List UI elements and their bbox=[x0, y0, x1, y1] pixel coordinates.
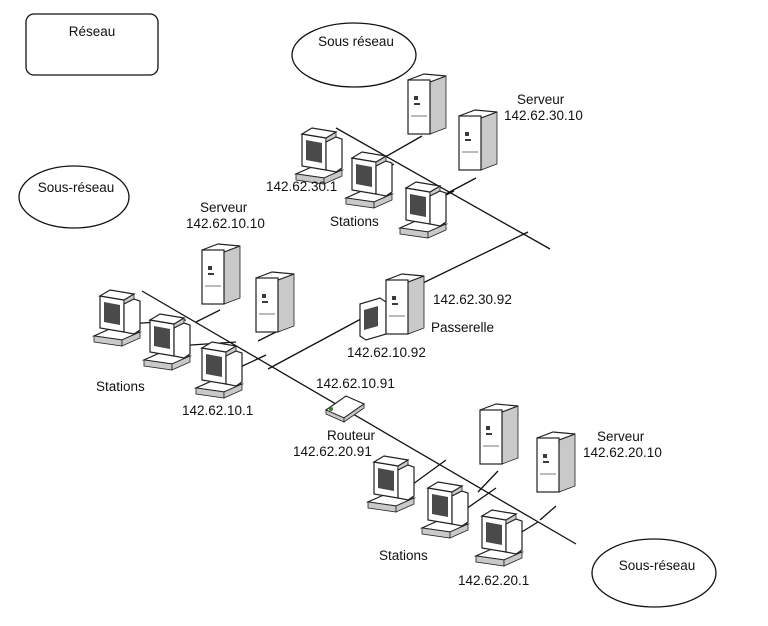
subnet-bottom: Sous-réseau bbox=[591, 538, 717, 608]
subnet-bottom-label: Sous-réseau bbox=[619, 558, 696, 573]
server-top-ip: 142.62.30.10 bbox=[504, 108, 583, 123]
legend-network-label: Réseau bbox=[69, 24, 116, 39]
station-bottom-1 bbox=[367, 455, 415, 513]
legend-network-box: Réseau bbox=[25, 13, 159, 76]
station-bottom-ip: 142.62.20.1 bbox=[458, 573, 529, 588]
subnet-top-label: Sous réseau bbox=[318, 34, 394, 49]
server-left-2 bbox=[255, 271, 295, 333]
bottom-server2-drop bbox=[539, 505, 557, 521]
subnet-left-label: Sous-réseau bbox=[38, 180, 115, 195]
station-left-1 bbox=[93, 289, 141, 347]
station-top-2 bbox=[345, 151, 393, 209]
station-left-2 bbox=[143, 313, 191, 371]
server-top-title: Serveur bbox=[517, 92, 565, 107]
server-left-1 bbox=[201, 243, 241, 305]
gateway-device bbox=[359, 273, 425, 341]
left-server2-drop bbox=[257, 331, 277, 342]
gateway-lower-link bbox=[267, 312, 373, 370]
subnet-left: Sous-réseau bbox=[18, 165, 130, 229]
station-top-1 bbox=[295, 127, 343, 185]
router-ip-upper: 142.62.10.91 bbox=[316, 376, 395, 391]
station-bottom-3 bbox=[475, 509, 523, 567]
station-top-ip: 142.62.30.1 bbox=[266, 179, 337, 194]
server-bottom-2 bbox=[536, 431, 576, 493]
gateway-ip-lower: 142.62.10.92 bbox=[347, 345, 426, 360]
station-bottom-label: Stations bbox=[379, 548, 428, 563]
backbone-left bbox=[141, 290, 577, 545]
gateway-label: Passerelle bbox=[431, 320, 494, 335]
station-left-ip: 142.62.10.1 bbox=[182, 403, 253, 418]
server-top-1 bbox=[407, 73, 447, 135]
server-left-ip: 142.62.10.10 bbox=[186, 216, 265, 231]
bottom-server1-drop bbox=[477, 470, 499, 493]
server-left-title: Serveur bbox=[200, 200, 248, 215]
router-label: Routeur bbox=[327, 428, 376, 443]
subnet-top: Sous réseau bbox=[291, 22, 417, 88]
station-left-3 bbox=[195, 341, 243, 399]
server-bottom-1 bbox=[479, 403, 519, 465]
server-top-2 bbox=[458, 109, 498, 171]
server-bottom-title: Serveur bbox=[597, 429, 645, 444]
top-server2-drop bbox=[443, 177, 477, 196]
gateway-ip-upper: 142.62.30.92 bbox=[433, 292, 512, 307]
server-bottom-ip: 142.62.20.10 bbox=[583, 445, 662, 460]
station-bottom-2 bbox=[421, 481, 469, 539]
station-top-3 bbox=[399, 181, 447, 239]
router-device bbox=[324, 395, 366, 423]
left-server1-drop bbox=[195, 309, 221, 323]
station-left-label: Stations bbox=[96, 379, 145, 394]
backbone-top bbox=[335, 127, 551, 250]
router-ip-lower: 142.62.20.91 bbox=[293, 444, 372, 459]
station-top-label: Stations bbox=[330, 214, 379, 229]
